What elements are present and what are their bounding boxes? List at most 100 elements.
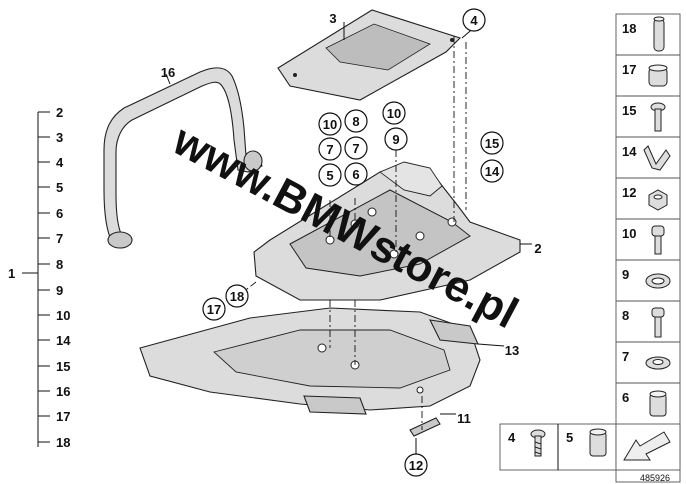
side-table-label: 7 <box>622 349 629 364</box>
callout-label: 7 <box>326 142 333 157</box>
callout-15: 15 <box>480 131 504 155</box>
washer-icon <box>645 273 671 289</box>
callout-7: 7 <box>344 136 368 160</box>
side-table-label: 18 <box>622 21 636 36</box>
bottom-parts-table: 4 5 485926 <box>499 423 681 483</box>
cover-plate-part-3 <box>277 9 462 101</box>
tree-root-label: 1 <box>8 266 15 281</box>
arrow-icon <box>623 431 671 461</box>
side-table-label: 17 <box>622 62 636 77</box>
leader-lines <box>165 22 532 454</box>
side-table-label: 8 <box>622 308 629 323</box>
side-table-label: 9 <box>622 267 629 282</box>
callout-12: 12 <box>404 453 428 477</box>
tree-item-label: 18 <box>56 435 70 450</box>
tree-item-label: 7 <box>56 231 63 246</box>
carrier-bracket-part-2 <box>253 161 521 301</box>
callout-6: 6 <box>344 162 368 186</box>
callout-4: 4 <box>462 8 486 32</box>
side-table-label: 10 <box>622 226 636 241</box>
callout-label: 5 <box>326 168 333 183</box>
callout-3: 3 <box>329 11 336 26</box>
side-table-label: 12 <box>622 185 636 200</box>
bolt-icon <box>651 307 665 338</box>
tree-item-label: 10 <box>56 308 70 323</box>
tree-item-label: 2 <box>56 105 63 120</box>
spacer-icon <box>649 390 667 417</box>
callout-2: 2 <box>534 241 541 256</box>
side-table-row: 8 <box>622 307 665 338</box>
callout-label: 16 <box>161 65 175 80</box>
side-table-row: 15 <box>622 102 666 132</box>
bottom-table-label: 5 <box>566 430 573 445</box>
callout-9: 9 <box>384 127 408 151</box>
callouts: 2 3 4 16 10 8 10 7 7 9 5 6 15 14 17 18 13 11 12 <box>161 8 542 477</box>
callout-label: 7 <box>352 141 359 156</box>
washer-icon <box>645 356 671 370</box>
callout-18: 18 <box>225 284 249 308</box>
callout-label: 8 <box>352 114 359 129</box>
callout-label: 13 <box>505 343 519 358</box>
callout-16: 16 <box>161 65 175 80</box>
tree-item-label: 9 <box>56 283 63 298</box>
side-table-row: 9 <box>622 267 671 289</box>
lower-frame <box>139 307 481 415</box>
side-table-row: 12 <box>622 185 668 211</box>
assembly-lines <box>237 36 467 430</box>
side-table-label: 15 <box>622 103 636 118</box>
side-table-row: 6 <box>622 390 667 417</box>
tree-item-label: 17 <box>56 409 70 424</box>
callout-5: 5 <box>318 163 342 187</box>
tree-item-label: 4 <box>56 155 64 170</box>
callout-label: 18 <box>230 289 244 304</box>
callout-label: 12 <box>409 458 423 473</box>
tree-item-label: 16 <box>56 384 70 399</box>
sleeve-icon <box>589 428 607 457</box>
side-table-row: 7 <box>622 349 671 370</box>
callout-label: 4 <box>470 13 478 28</box>
side-table-row: 10 <box>622 225 665 255</box>
parts-tree: 1 2 3 4 5 6 7 8 9 10 14 15 16 17 18 <box>8 105 71 450</box>
side-parts-table: 18 17 15 14 12 10 9 8 7 6 <box>615 13 681 483</box>
tree-item-label: 6 <box>56 206 63 221</box>
side-table-row: 17 <box>622 62 668 87</box>
callout-label: 10 <box>387 106 401 121</box>
callout-17: 17 <box>202 297 226 321</box>
callout-label: 17 <box>207 302 221 317</box>
callout-label: 10 <box>323 117 337 132</box>
tree-item-label: 3 <box>56 130 63 145</box>
side-table-label: 14 <box>622 144 637 159</box>
callout-14: 14 <box>480 159 504 183</box>
screw-icon <box>530 429 546 457</box>
side-table-label: 6 <box>622 390 629 405</box>
callout-7: 7 <box>318 137 342 161</box>
callout-13: 13 <box>505 343 519 358</box>
tree-item-label: 5 <box>56 180 63 195</box>
tree-item-label: 14 <box>56 333 71 348</box>
callout-10: 10 <box>382 101 406 125</box>
callout-label: 6 <box>352 167 359 182</box>
clip-icon <box>643 145 671 171</box>
callout-8: 8 <box>344 109 368 133</box>
callout-label: 2 <box>534 241 541 256</box>
screw-icon <box>650 102 666 132</box>
callout-label: 14 <box>485 164 500 179</box>
sleeve-icon <box>653 16 665 52</box>
tree-item-label: 15 <box>56 359 70 374</box>
callout-label: 15 <box>485 136 499 151</box>
callout-10: 10 <box>318 112 342 136</box>
image-number: 485926 <box>640 473 670 483</box>
callout-label: 11 <box>457 411 471 426</box>
side-table-row: 18 <box>622 16 665 52</box>
callout-label: 3 <box>329 11 336 26</box>
side-table-row: 14 <box>622 144 671 171</box>
nut-icon <box>648 189 668 211</box>
clip-part-11 <box>409 417 441 437</box>
tree-item-label: 8 <box>56 257 63 272</box>
bolt-icon <box>651 225 665 255</box>
callout-label: 9 <box>392 132 399 147</box>
callout-11: 11 <box>457 411 471 426</box>
tube-part-16 <box>103 67 263 249</box>
bottom-table-label: 4 <box>508 430 516 445</box>
